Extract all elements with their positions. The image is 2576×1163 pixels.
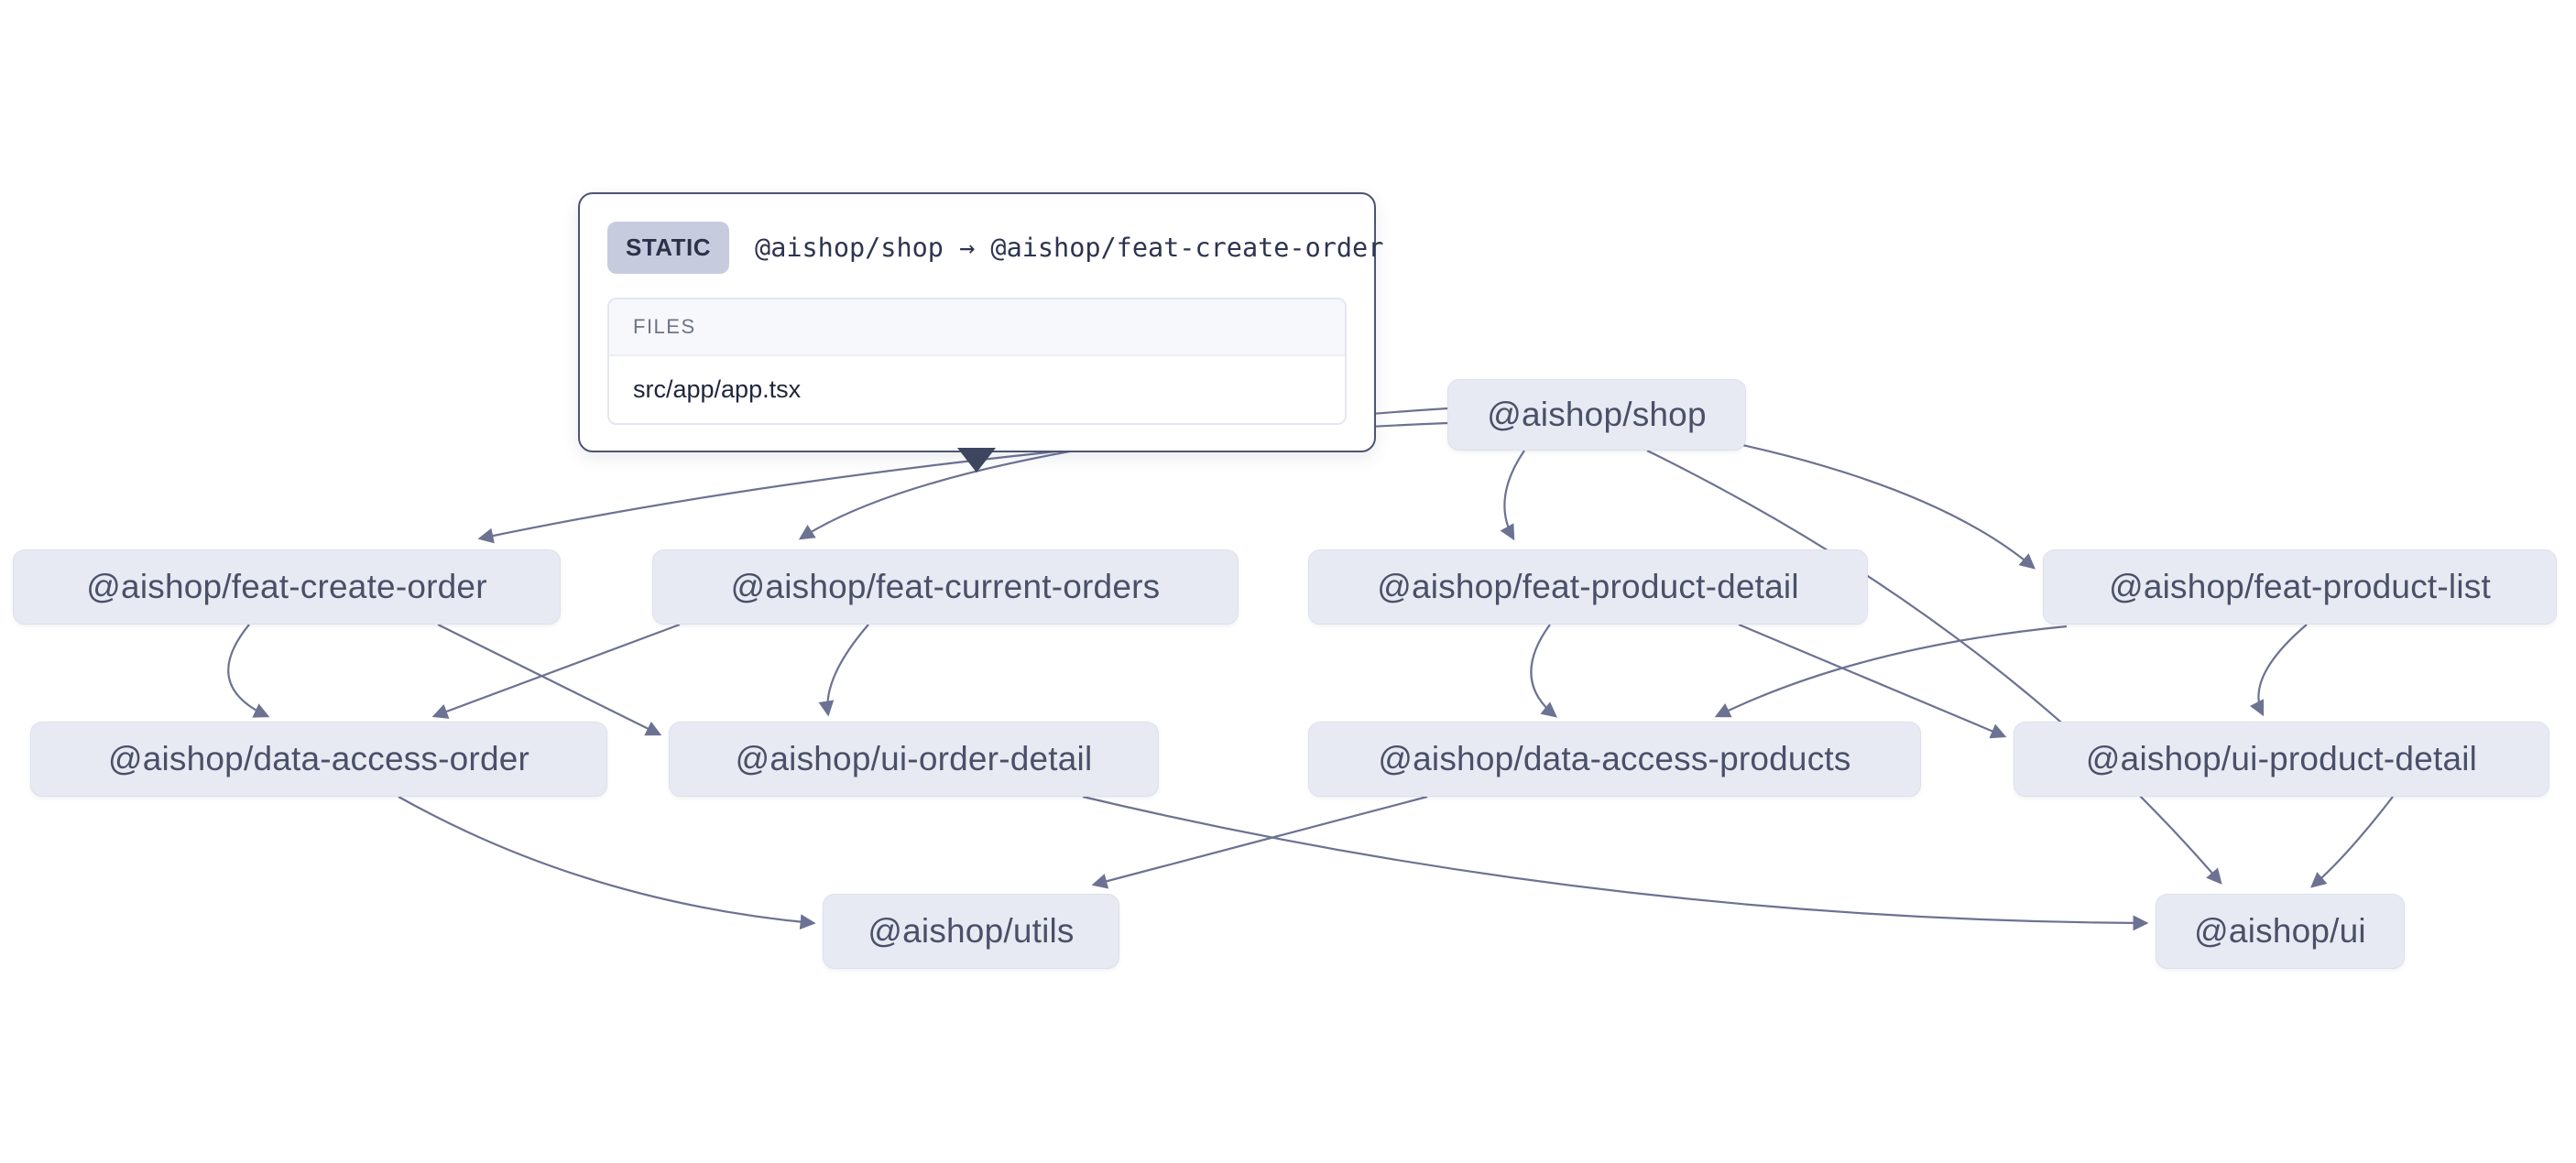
graph-node-ui-order-detail[interactable]: @aishop/ui-order-detail: [669, 722, 1159, 797]
graph-node-ui-product-detail[interactable]: @aishop/ui-product-detail: [2014, 722, 2549, 797]
edge-feat-product-list-data-access-products[interactable]: [1714, 625, 2068, 718]
graph-node-label: @aishop/feat-product-list: [2109, 568, 2491, 605]
edge-ui-product-detail-ui[interactable]: [2310, 796, 2394, 888]
edge-ui-order-detail-ui[interactable]: [1082, 795, 2149, 931]
edge-feat-product-detail-data-access-products[interactable]: [1530, 624, 1557, 718]
graph-node-label: @aishop/ui: [2194, 912, 2366, 950]
graph-node-ui[interactable]: @aishop/ui: [2156, 894, 2405, 969]
files-panel: FILES src/app/app.tsx: [607, 298, 1347, 425]
graph-node-label: @aishop/feat-create-order: [86, 568, 487, 605]
file-item: src/app/app.tsx: [609, 356, 1345, 423]
graph-node-feat-product-list[interactable]: @aishop/feat-product-list: [2043, 549, 2557, 625]
graph-node-label: @aishop/feat-product-detail: [1377, 568, 1799, 605]
graph-node-data-access-order[interactable]: @aishop/data-access-order: [30, 722, 607, 797]
graph-node-label: @aishop/ui-order-detail: [735, 740, 1093, 777]
tooltip-header-row: STATIC @aishop/shop → @aishop/feat-creat…: [580, 194, 1383, 274]
tooltip-caret-icon: [957, 448, 996, 473]
edge-shop-feat-product-detail[interactable]: [1500, 450, 1525, 541]
graph-node-label: @aishop/data-access-products: [1378, 740, 1851, 777]
edge-tooltip-title: @aishop/shop → @aishop/feat-create-order: [755, 233, 1384, 263]
edge-shop-feat-product-list[interactable]: [1741, 443, 2036, 570]
edge-data-access-order-utils[interactable]: [398, 796, 816, 930]
edge-tooltip: STATIC @aishop/shop → @aishop/feat-creat…: [578, 192, 1383, 473]
edge-type-badge: STATIC: [607, 222, 730, 274]
files-list: src/app/app.tsx: [609, 356, 1345, 423]
edge-shop-ui[interactable]: [1646, 450, 2222, 885]
graph-node-feat-product-detail[interactable]: @aishop/feat-product-detail: [1308, 549, 1868, 625]
graph-node-label: @aishop/shop: [1487, 396, 1707, 433]
edge-feat-product-detail-ui-product-detail[interactable]: [1738, 623, 2007, 739]
edge-feat-current-orders-data-access-order[interactable]: [431, 623, 681, 719]
graph-node-label: @aishop/feat-current-orders: [730, 568, 1161, 605]
graph-node-feat-current-orders[interactable]: @aishop/feat-current-orders: [652, 549, 1239, 625]
graph-node-label: @aishop/utils: [868, 912, 1075, 950]
graph-node-shop[interactable]: @aishop/shop: [1447, 379, 1746, 451]
graph-node-label: @aishop/data-access-order: [107, 740, 530, 777]
files-panel-header: FILES: [609, 299, 1345, 356]
edge-data-access-products-utils[interactable]: [1091, 795, 1428, 889]
edge-feat-product-list-ui-product-detail[interactable]: [2249, 624, 2308, 717]
edge-feat-create-order-ui-order-detail[interactable]: [437, 624, 662, 736]
graph-node-utils[interactable]: @aishop/utils: [823, 894, 1119, 969]
edge-feat-current-orders-ui-order-detail[interactable]: [818, 624, 869, 717]
graph-node-feat-create-order[interactable]: @aishop/feat-create-order: [13, 549, 561, 625]
edge-feat-create-order-data-access-order[interactable]: [227, 624, 270, 718]
graph-node-data-access-products[interactable]: @aishop/data-access-products: [1308, 722, 1921, 797]
graph-node-label: @aishop/ui-product-detail: [2085, 740, 2478, 777]
